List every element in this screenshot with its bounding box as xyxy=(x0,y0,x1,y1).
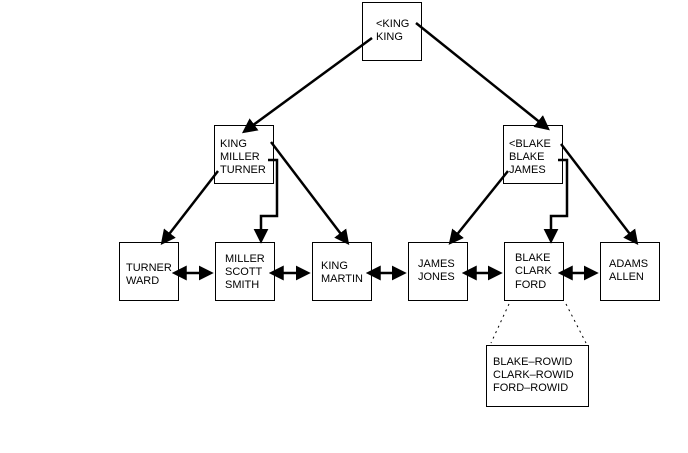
pointer-arrow xyxy=(241,36,373,134)
pointer-arrow xyxy=(415,22,550,131)
leaf-block xyxy=(408,242,468,301)
branch-block-left xyxy=(214,125,274,184)
root-key: KING xyxy=(376,31,403,43)
branch-key: BLAKE xyxy=(509,151,544,163)
leaf-key: ADAMS xyxy=(609,258,648,270)
detail-connector xyxy=(490,303,510,344)
leaf-key: JONES xyxy=(418,271,455,283)
pointer-arrow xyxy=(270,141,350,245)
rowid-entry: FORD–ROWID xyxy=(493,382,568,394)
root-block xyxy=(362,2,422,61)
rowid-detail-block xyxy=(486,345,589,407)
leaf-key: WARD xyxy=(126,275,159,287)
branch-key: JAMES xyxy=(509,164,546,176)
leaf-key: CLARK xyxy=(515,265,552,277)
leaf-key: SMITH xyxy=(225,279,259,291)
leaf-key: KING xyxy=(321,260,348,272)
leaf-key: TURNER xyxy=(126,262,172,274)
leaf-key: FORD xyxy=(515,279,546,291)
pointer-arrow xyxy=(543,158,569,244)
detail-connector xyxy=(565,303,587,344)
rowid-entry: CLARK–ROWID xyxy=(493,369,574,381)
leaf-key: JAMES xyxy=(418,258,455,270)
branch-key: TURNER xyxy=(220,164,266,176)
leaf-block xyxy=(504,242,564,301)
leaf-block xyxy=(600,242,660,301)
rowid-entry: BLAKE–ROWID xyxy=(493,356,573,368)
leaf-key: SCOTT xyxy=(225,266,263,278)
leaf-key: MARTIN xyxy=(321,273,363,285)
branch-key: KING xyxy=(220,138,247,150)
pointer-arrow xyxy=(448,170,509,245)
leaf-block xyxy=(215,242,275,301)
pointer-arrow xyxy=(560,143,639,245)
branch-key: <BLAKE xyxy=(509,138,551,150)
pointer-arrow xyxy=(160,170,219,245)
branch-key: MILLER xyxy=(220,151,260,163)
root-key: <KING xyxy=(376,18,409,30)
branch-block-right xyxy=(503,125,563,184)
leaf-block xyxy=(312,242,372,301)
leaf-key: BLAKE xyxy=(515,252,550,264)
leaf-key: ALLEN xyxy=(609,271,644,283)
leaf-key: MILLER xyxy=(225,253,265,265)
pointer-arrow xyxy=(253,158,279,244)
